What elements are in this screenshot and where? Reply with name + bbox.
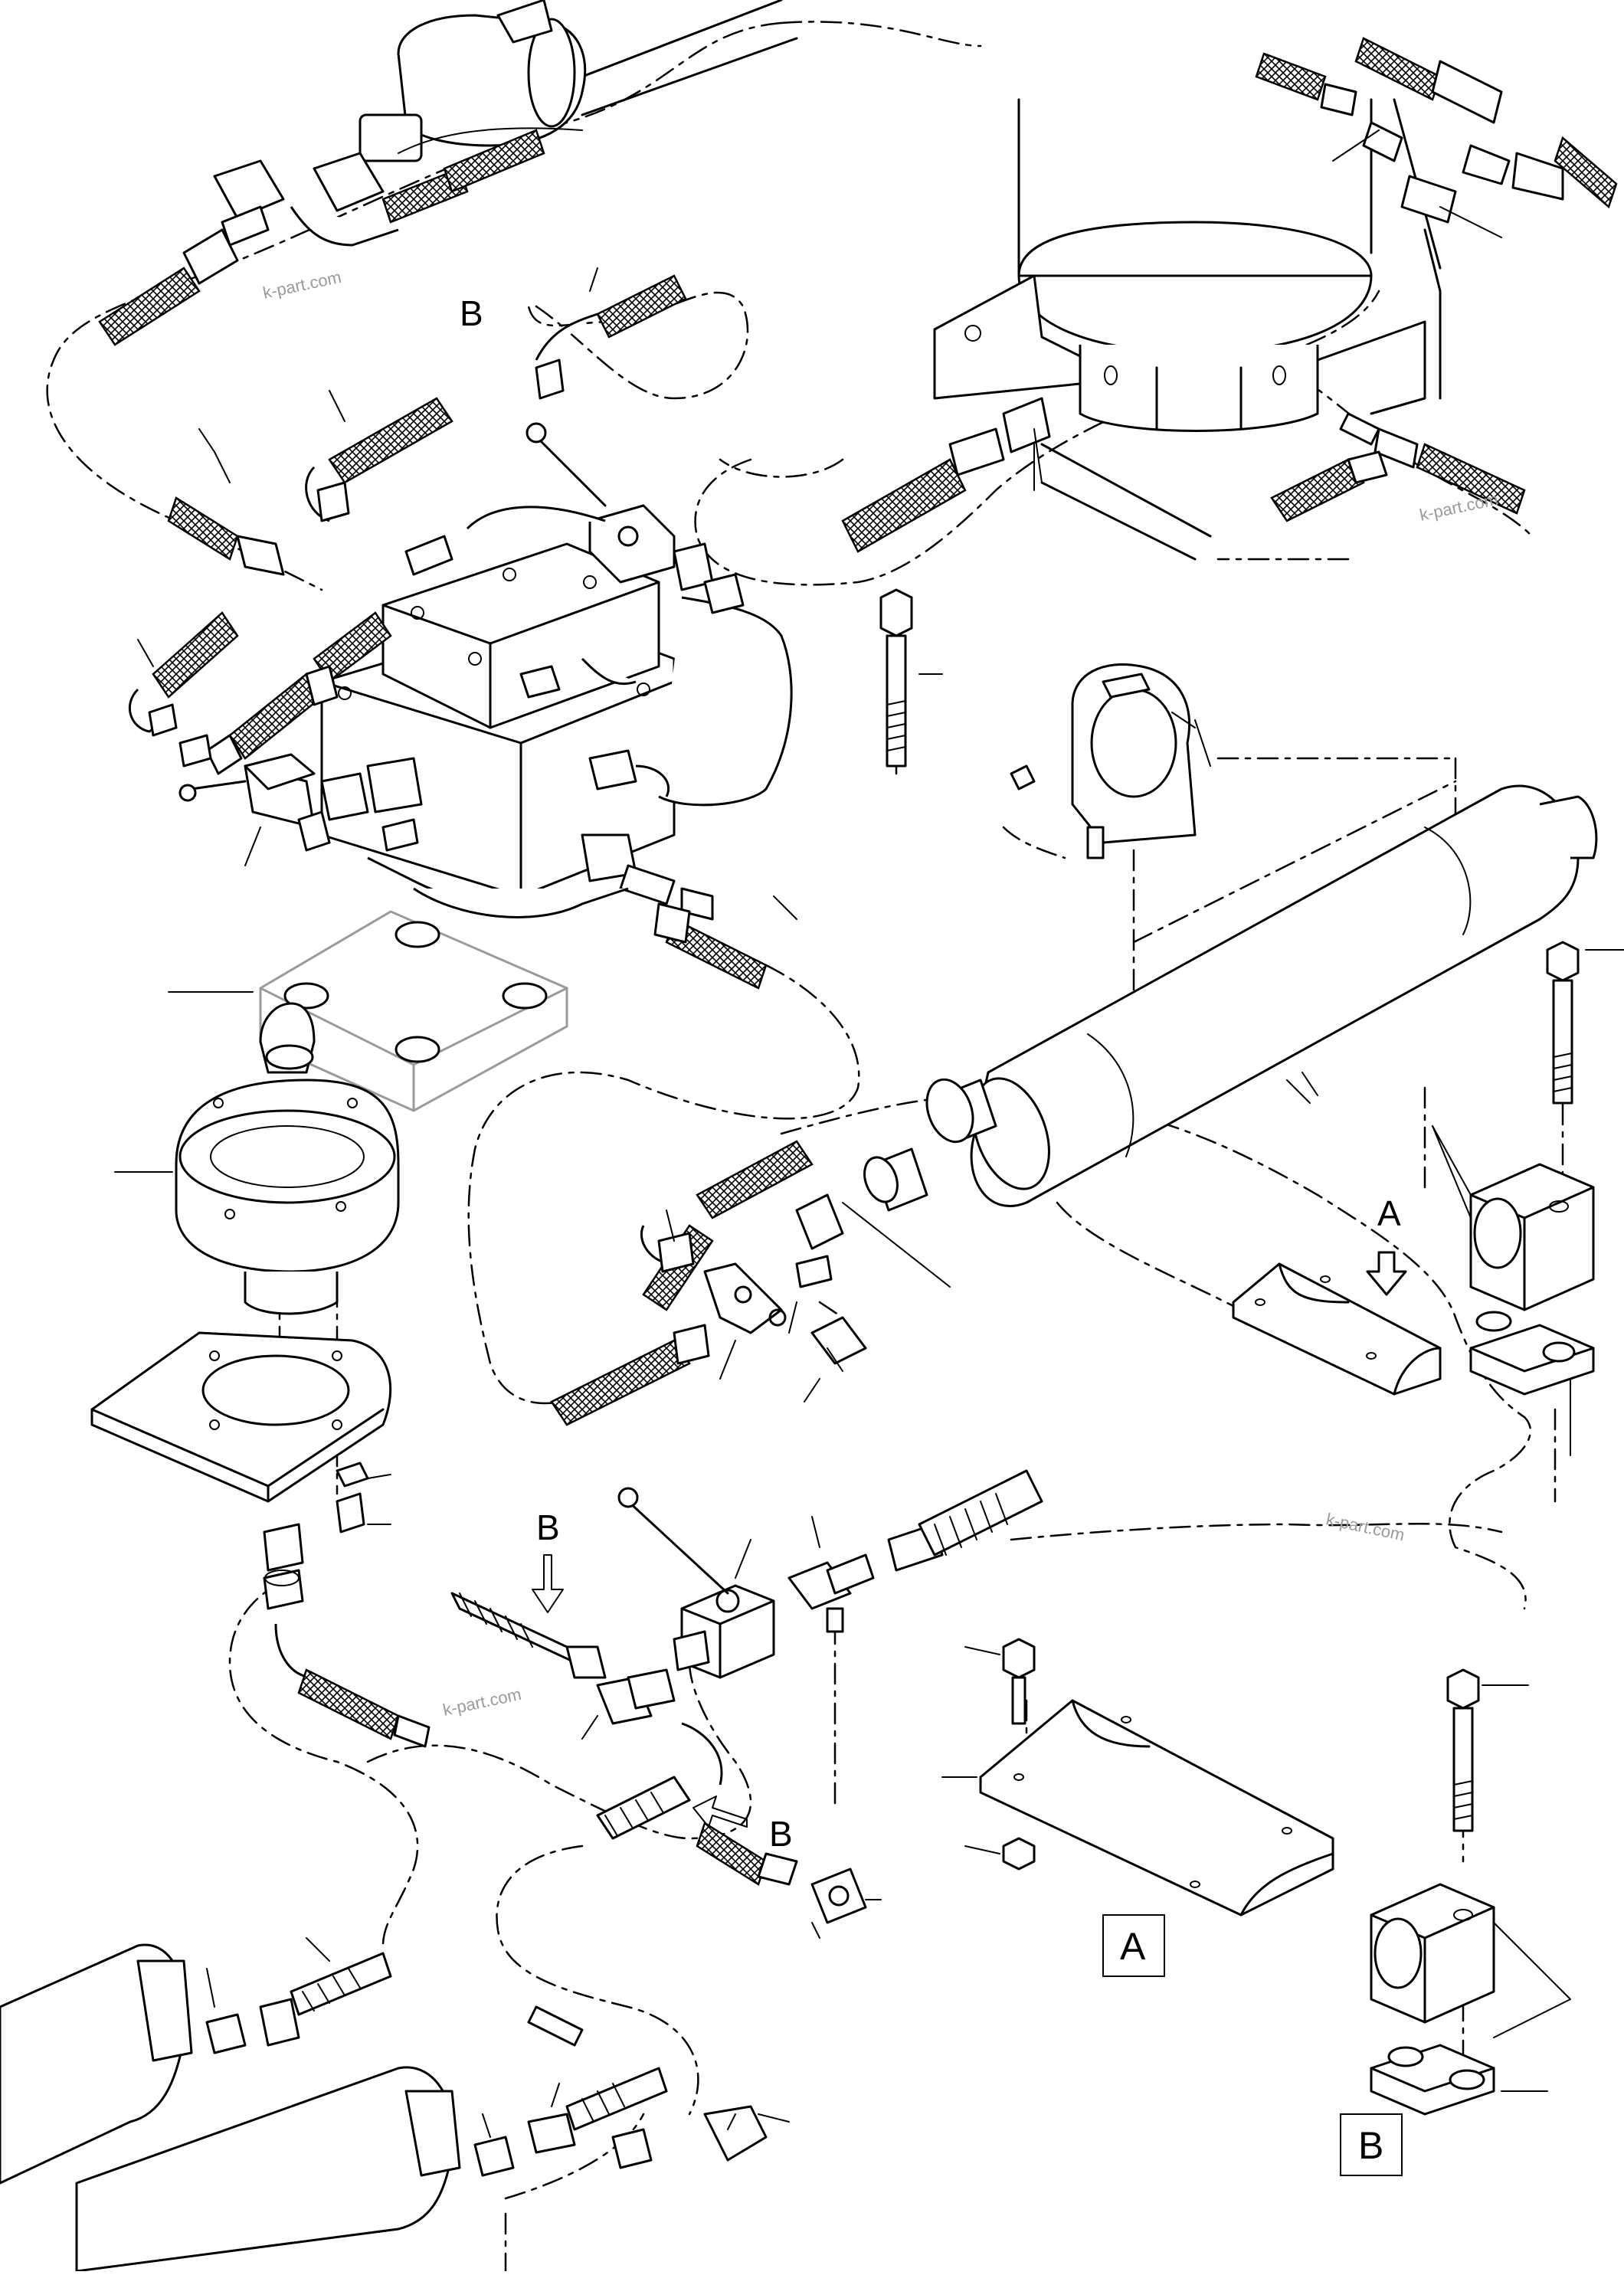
watermark-1: k-part.com: [261, 267, 343, 303]
callout-labels: B A B B A B: [460, 293, 1401, 2167]
valve-block-assembly: [128, 274, 793, 990]
callout-b-lower: B: [769, 1814, 793, 1854]
lower-ball-valve: [617, 1469, 1043, 1679]
top-left-cylinder-assembly: [98, 0, 798, 346]
box-b-frame: [1340, 2113, 1403, 2176]
bolt-center: [879, 588, 943, 768]
mounting-plate: [168, 910, 568, 1112]
hose-clamp-bracket: [1010, 663, 1211, 859]
callout-b-mid: B: [536, 1507, 560, 1547]
pipe-clamp-block-right: [1432, 1125, 1595, 1456]
mounting-channel-a: [1232, 1251, 1442, 1396]
round-accumulator: [114, 1002, 400, 1315]
callout-arrows: [532, 1554, 748, 1828]
accumulator-cylinder: [795, 784, 1598, 1288]
callout-b-top: B: [460, 293, 483, 333]
bolt-right-upper: [1546, 941, 1624, 1105]
accumulator-base-plate: [90, 1331, 392, 1503]
channel-detail-a: [941, 1638, 1334, 1917]
watermark-3: k-part.com: [1324, 1509, 1406, 1544]
top-right-tank-assembly: [841, 37, 1618, 561]
lower-left-hose-cluster: [263, 1462, 882, 2169]
bottom-left-cylinders: [0, 1937, 668, 2273]
callout-a-mid: A: [1377, 1193, 1401, 1233]
watermark-4: k-part.com: [441, 1684, 523, 1720]
clamp-detail-b: [1370, 1668, 1571, 2116]
leader-lines: [137, 267, 1311, 1372]
watermark-2: k-part.com: [1418, 489, 1500, 525]
box-a-frame: [1102, 1914, 1165, 1977]
box-b-label: B: [1358, 2124, 1383, 2167]
box-a-label: A: [1120, 1925, 1146, 1968]
tee-fitting-cluster: [550, 1140, 867, 1426]
